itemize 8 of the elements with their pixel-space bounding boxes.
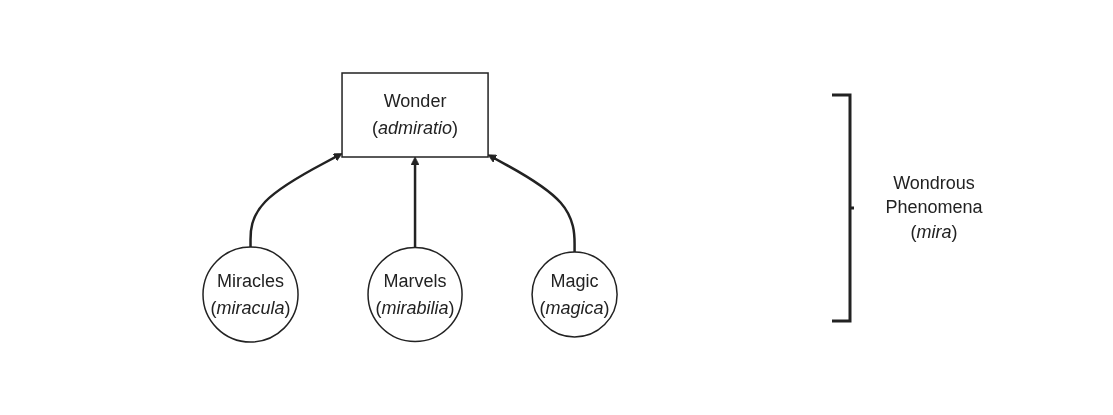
- group-label: Wondrous Phenomena (mira): [884, 172, 984, 244]
- node-circle: Magic (magica): [531, 251, 618, 338]
- arrow: [487, 154, 576, 252]
- arrow: [410, 156, 420, 248]
- node-circle: Miracles (miracula): [202, 246, 299, 343]
- arrow: [249, 153, 343, 247]
- node-circle: Marvels (mirabilia): [367, 246, 463, 343]
- node-box: Wonder (admiratio): [341, 72, 489, 158]
